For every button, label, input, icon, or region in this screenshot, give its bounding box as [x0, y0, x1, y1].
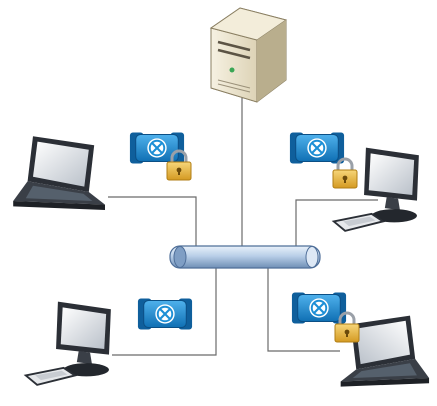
encrypted-connection-icon-top-right — [288, 131, 346, 165]
connection-lines — [108, 98, 378, 356]
link-laptop-left-hub — [108, 196, 197, 247]
encrypted-connection-icon-bottom-right — [290, 291, 348, 325]
link-laptop-right-bottom-hub — [267, 268, 340, 352]
network-bus-pipe-icon — [169, 245, 321, 269]
encrypted-connection-icon-top-left — [128, 131, 186, 165]
server-tower-icon — [209, 7, 288, 103]
link-desktop-left-bottom-hub — [112, 268, 217, 356]
unencrypted-connection-icon-bottom-left — [136, 297, 194, 331]
desktop-computer-icon-bottom-left — [24, 300, 112, 386]
link-desktop-right-hub — [295, 199, 378, 247]
laptop-icon-top-left — [13, 136, 106, 210]
